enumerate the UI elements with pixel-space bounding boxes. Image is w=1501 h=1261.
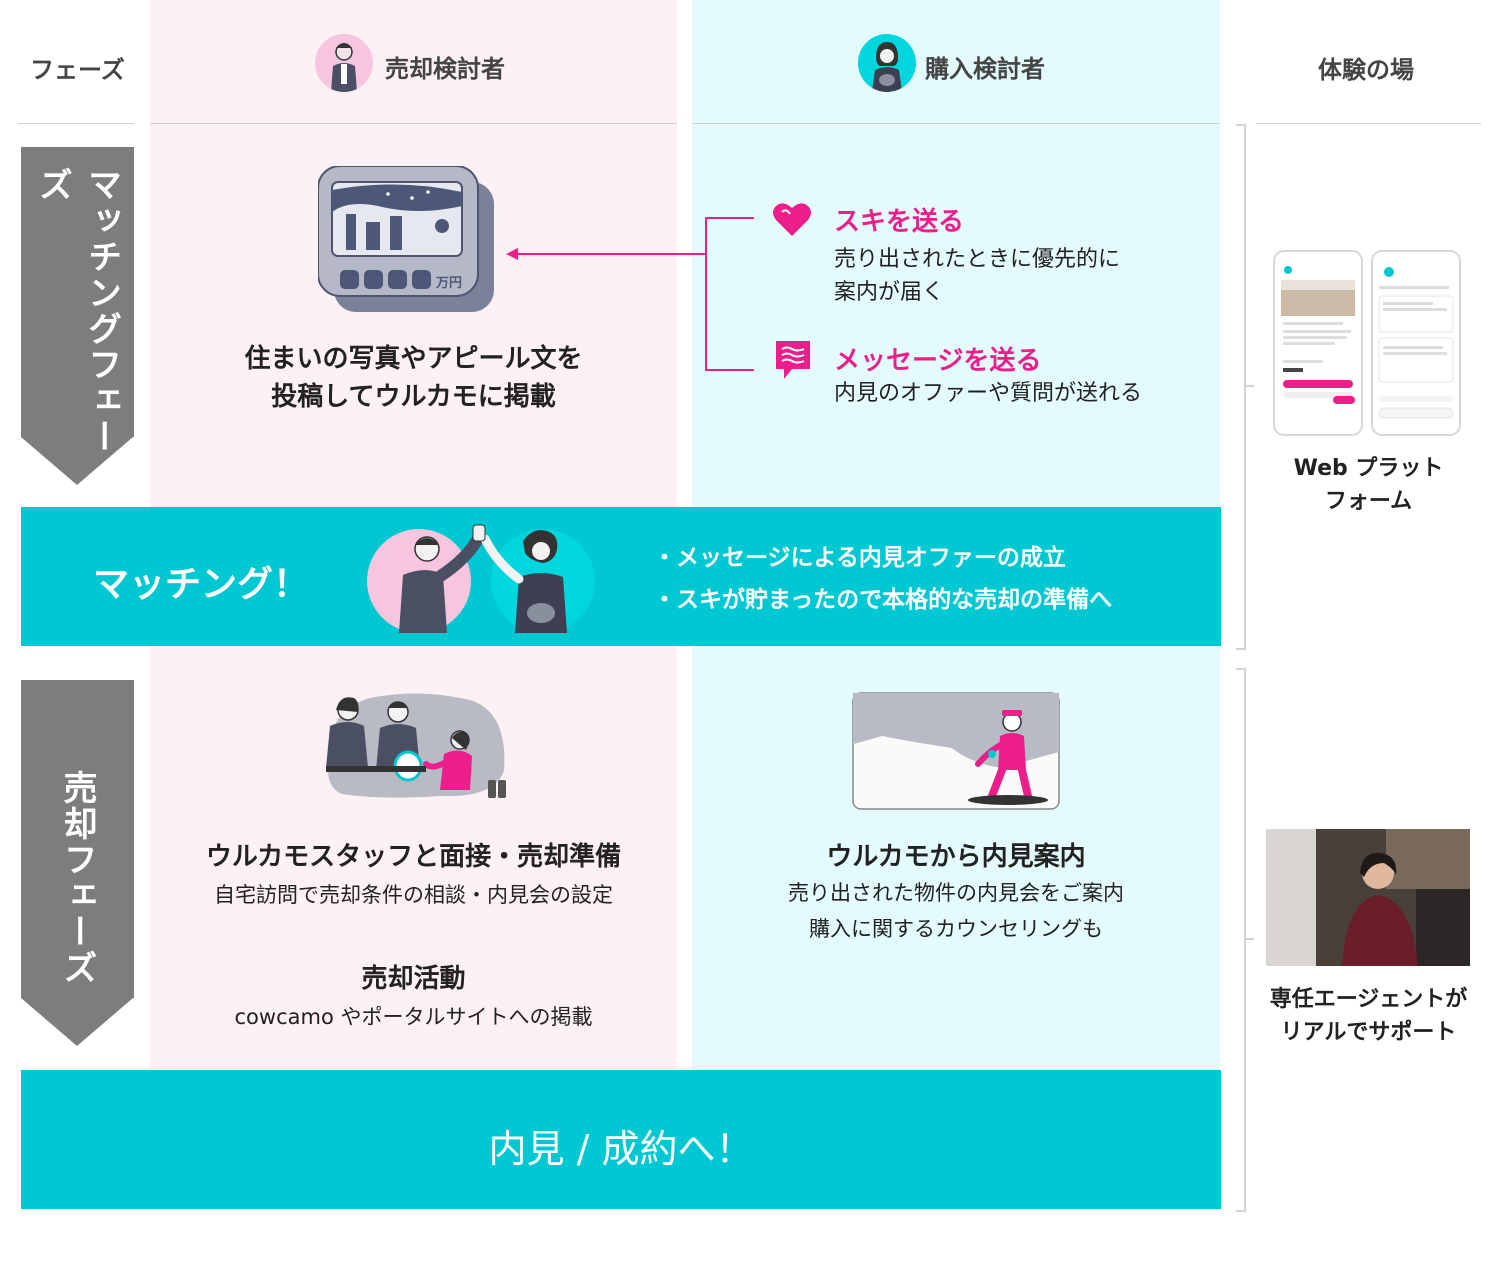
selling-activity-block: 売却活動 cowcamo やポータルサイトへの掲載 <box>150 958 677 1031</box>
buyer-selling-title: ウルカモから内見案内 <box>826 842 1086 872</box>
matching-band-bullets: ・メッセージによる内見オファーの成立 ・スキが貯まったので本格的な売却の準備へ <box>653 537 1112 621</box>
buyer-desc-line: 売り出された物件の内見会をご案内 <box>788 881 1124 905</box>
phase-header: フェーズ <box>30 56 125 84</box>
message-description: 内見のオファーや質問が送れる <box>834 381 1143 406</box>
agent-label-line: 専任エージェントが <box>1269 987 1468 1012</box>
viewing-guide-illustration-icon <box>852 692 1060 810</box>
seller-caption-line: 住まいの写真やアピール文を <box>244 344 583 374</box>
web-platform-screenshot <box>1273 250 1463 438</box>
message-icon <box>772 337 814 381</box>
like-desc-line: 売り出されたときに優先的に <box>834 247 1121 272</box>
platform-label-line: Web プラット <box>1293 456 1444 481</box>
selling-phase-arrow: 売却フェーズ <box>21 680 134 1046</box>
selling-activity-title: 売却活動 <box>361 964 466 994</box>
seller-selling-block: ウルカモスタッフと面接・売却準備 自宅訪問で売却条件の相談・内見会の設定 <box>150 836 677 909</box>
heart-icon <box>770 198 814 240</box>
agent-label-line: リアルでサポート <box>1280 1020 1457 1045</box>
buyer-header: 購入検討者 <box>925 55 1045 83</box>
seller-selling-desc: 自宅訪問で売却条件の相談・内見会の設定 <box>214 883 613 907</box>
seller-avatar-icon <box>315 34 373 92</box>
matching-band-title: マッチング！ <box>93 564 310 605</box>
selling-activity-desc: cowcamo やポータルサイトへの掲載 <box>234 1005 593 1029</box>
experience-header: 体験の場 <box>1318 56 1414 84</box>
message-title: メッセージを送る <box>834 346 1042 376</box>
selling-bracket <box>1236 668 1246 1212</box>
buyer-selling-desc: 売り出された物件の内見会をご案内 購入に関するカウンセリングも <box>692 875 1220 947</box>
platform-label-line: フォーム <box>1324 489 1413 514</box>
bottom-band: 内見 / 成約へ！ <box>21 1070 1221 1209</box>
bracket-tick <box>1246 938 1254 940</box>
agent-support-label: 専任エージェントが リアルでサポート <box>1256 983 1481 1049</box>
buyer-avatar-icon <box>858 34 916 92</box>
listing-poster-icon: 万円 <box>317 165 496 314</box>
web-platform-label: Web プラット フォーム <box>1256 452 1481 518</box>
header-divider <box>18 123 134 124</box>
like-title: スキを送る <box>834 207 965 237</box>
header-divider <box>150 123 677 124</box>
bottom-band-title: 内見 / 成約へ！ <box>488 1127 754 1171</box>
selling-phase-label: 売却フェーズ <box>57 770 97 986</box>
buyer-selling-block: ウルカモから内見案内 売り出された物件の内見会をご案内 購入に関するカウンセリン… <box>692 836 1220 947</box>
matching-bullet: ・メッセージによる内見オファーの成立 <box>653 545 1066 571</box>
seller-caption-line: 投稿してウルカモに掲載 <box>271 382 556 412</box>
header-divider <box>692 123 1220 124</box>
matching-bracket <box>1236 124 1246 650</box>
matching-bullet: ・スキが貯まったので本格的な売却の準備へ <box>653 587 1113 613</box>
seller-selling-title: ウルカモスタッフと面接・売却準備 <box>205 842 622 872</box>
seller-header: 売却検討者 <box>385 55 505 83</box>
like-description: 売り出されたときに優先的に 案内が届く <box>834 243 1120 309</box>
poster-unit: 万円 <box>436 276 463 291</box>
like-desc-line: 案内が届く <box>834 280 945 305</box>
high-five-icon <box>367 519 597 639</box>
seller-matching-caption: 住まいの写真やアピール文を 投稿してウルカモに掲載 <box>150 340 677 416</box>
interview-illustration-icon <box>320 690 510 805</box>
matching-phase-label: マッチングフェーズ <box>32 167 122 455</box>
connector-arrow <box>506 217 754 371</box>
agent-photo <box>1266 829 1470 966</box>
buyer-desc-line: 購入に関するカウンセリングも <box>809 917 1103 941</box>
bracket-tick <box>1246 385 1254 387</box>
matching-band: マッチング！ ・メッセージによる内見オファーの成立 ・スキが貯まったので本格的な… <box>21 507 1221 646</box>
matching-phase-arrow: マッチングフェーズ <box>21 147 134 485</box>
header-divider <box>1256 123 1481 124</box>
